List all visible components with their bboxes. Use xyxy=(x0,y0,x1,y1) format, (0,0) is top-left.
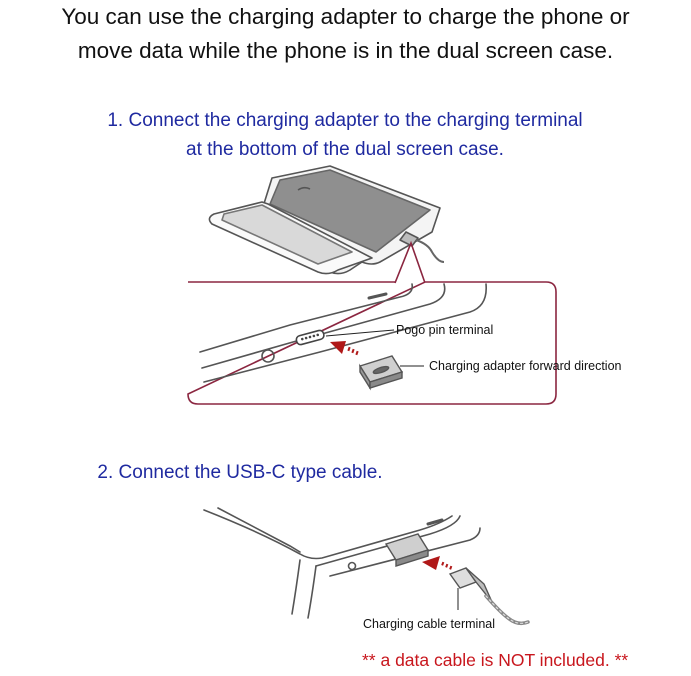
data-cable-note: ** a data cable is NOT included. ** xyxy=(362,650,629,670)
step-2-instruction: 2. Connect the USB-C type cable. xyxy=(97,462,383,483)
intro-line-2: move data while the phone is in the dual… xyxy=(77,38,614,63)
pogo-pin-callout: Pogo pin terminal Charging adapter forwa… xyxy=(187,281,622,405)
step-1-line-2: at the bottom of the dual screen case. xyxy=(186,139,504,160)
pogo-pin-label: Pogo pin terminal xyxy=(396,323,493,337)
callout-pointer xyxy=(394,240,426,284)
intro-text: You can use the charging adapter to char… xyxy=(0,0,691,68)
step-1-line-1: 1. Connect the charging adapter to the c… xyxy=(107,110,583,131)
adapter-direction-label: Charging adapter forward direction xyxy=(429,359,622,373)
cable-terminal-label: Charging cable terminal xyxy=(363,617,495,631)
usb-c-connection-illustration: Charging cable terminal xyxy=(203,507,530,631)
dual-screen-case-illustration xyxy=(208,165,445,275)
step-1-instruction: 1. Connect the charging adapter to the c… xyxy=(40,106,650,164)
intro-line-1: You can use the charging adapter to char… xyxy=(61,4,630,29)
